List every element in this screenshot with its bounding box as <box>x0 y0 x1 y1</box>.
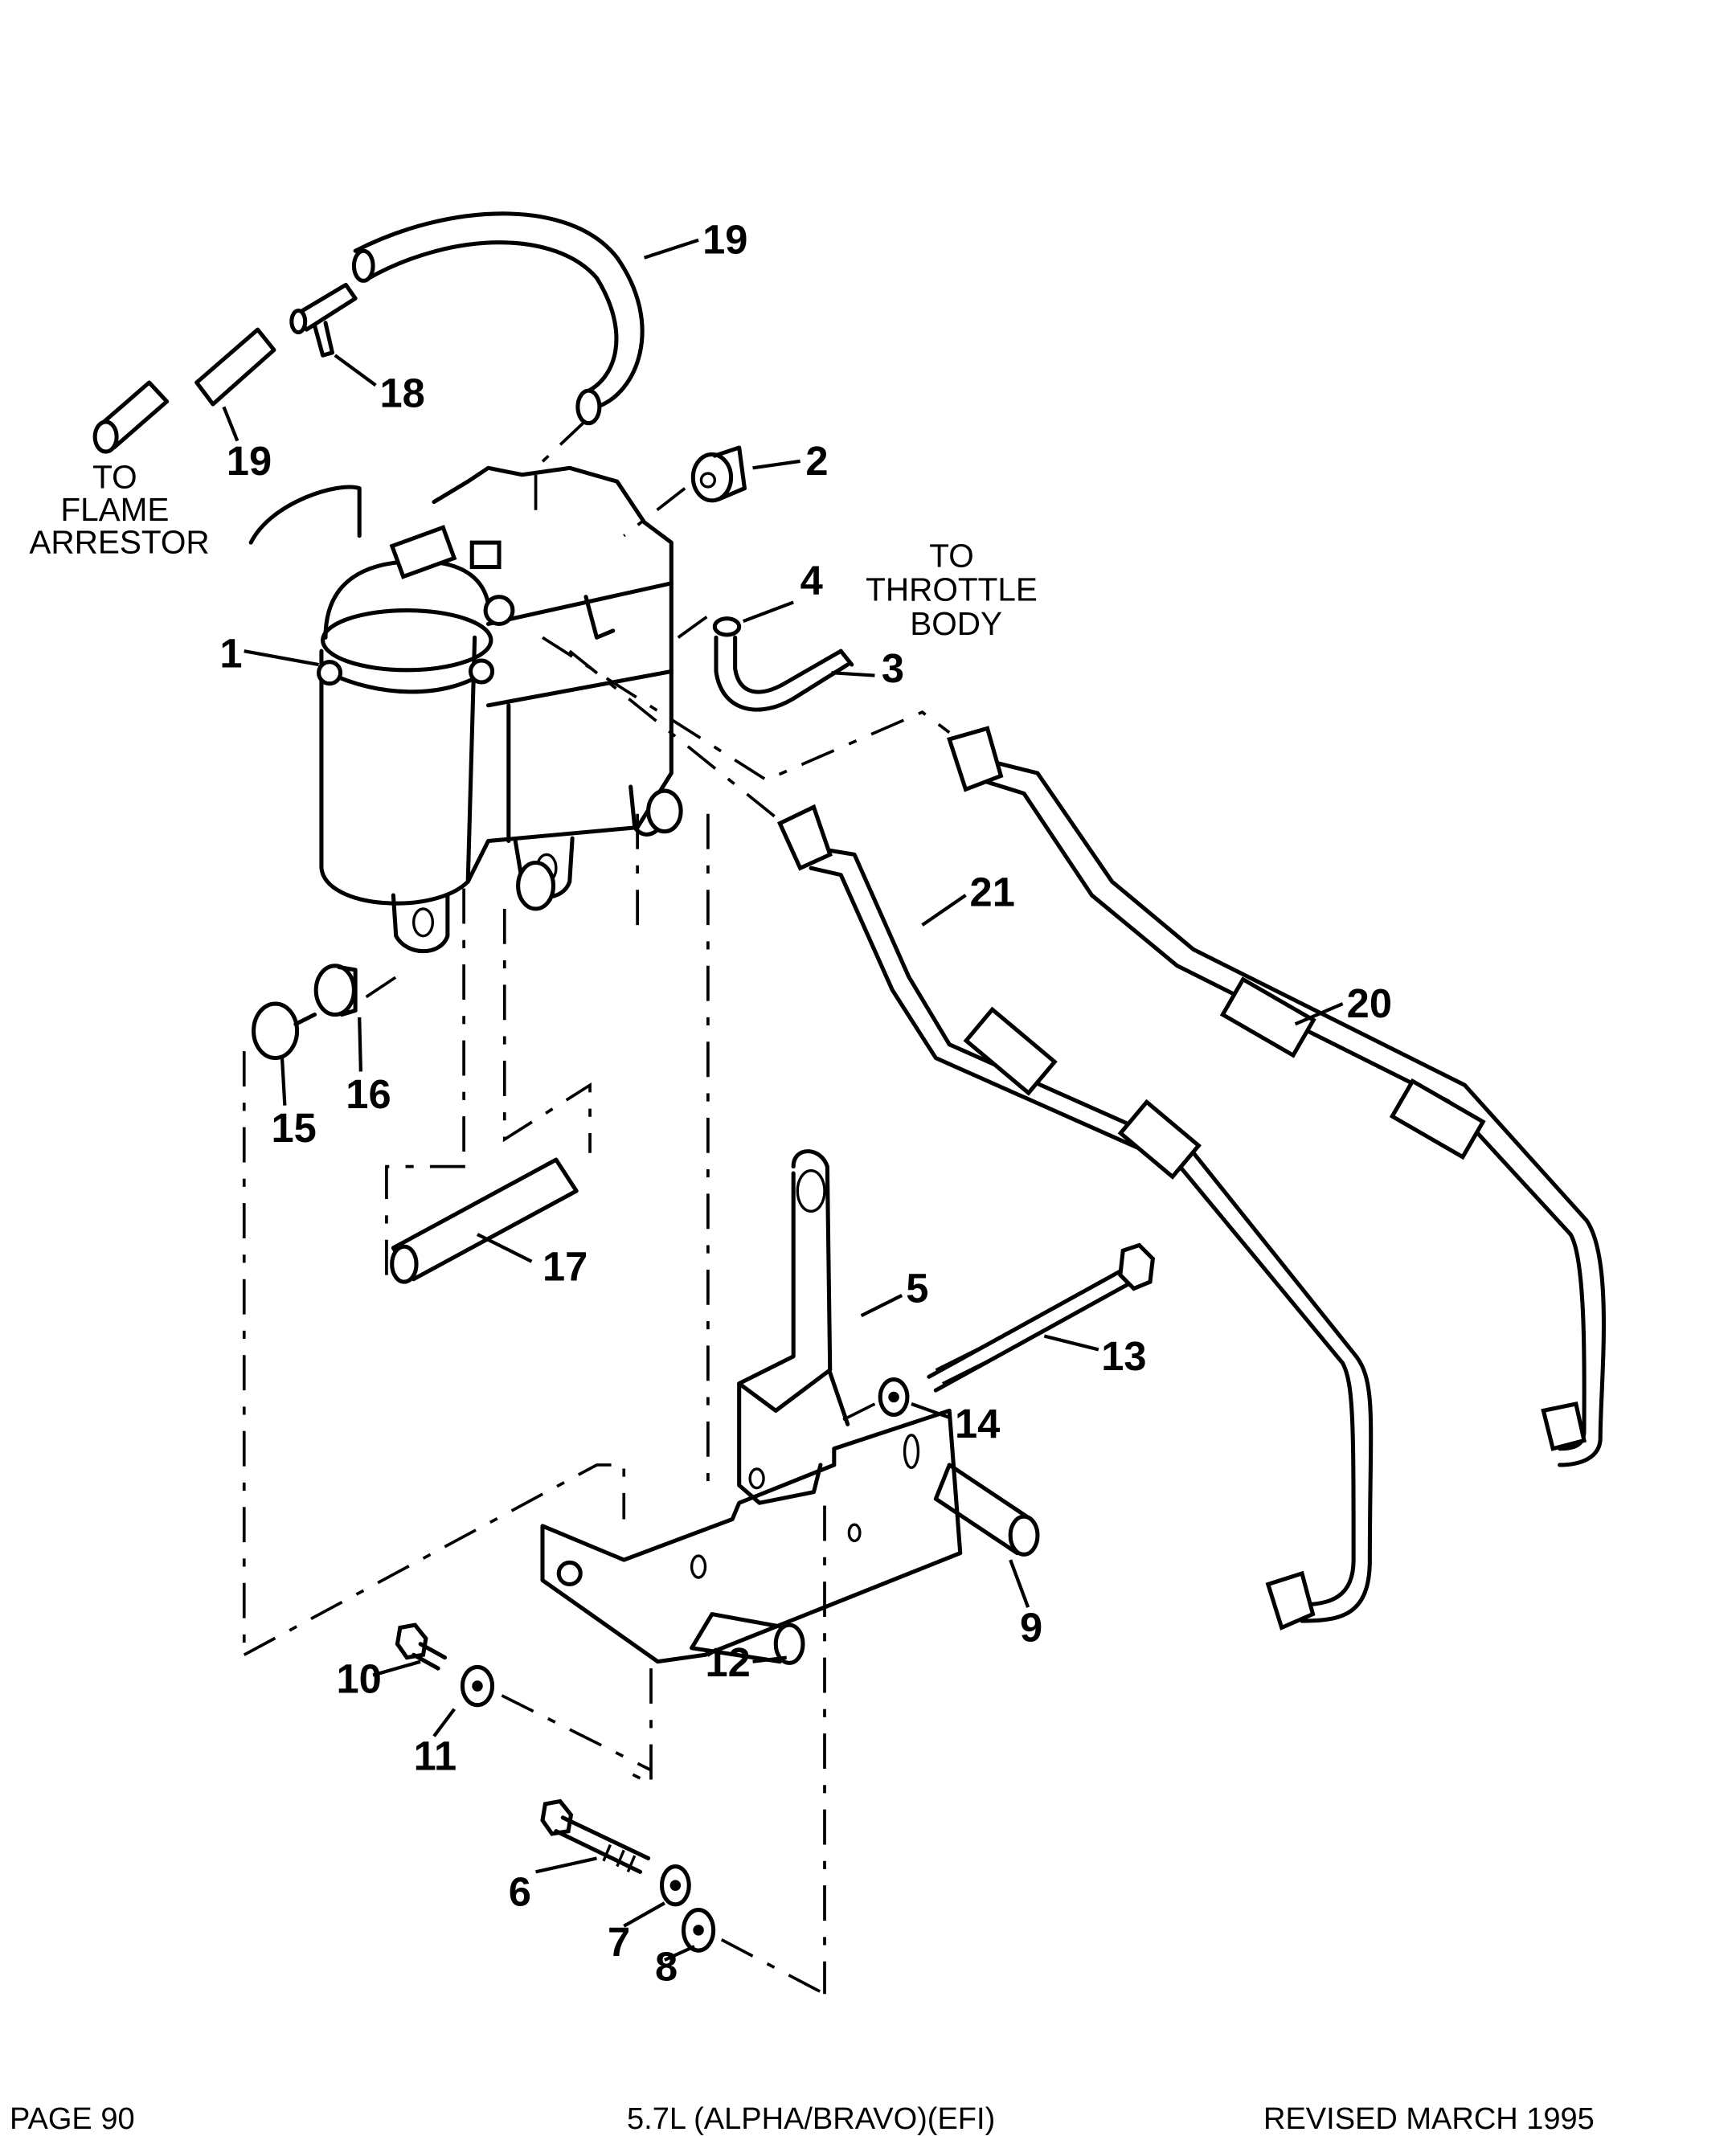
bolt-13 <box>927 1242 1156 1393</box>
leader-11 <box>432 1708 456 1737</box>
connection-line <box>534 419 588 516</box>
callout-12: 12 <box>706 1639 751 1685</box>
connection-line <box>385 1164 469 1275</box>
connection-line <box>623 487 686 538</box>
leader-3 <box>831 671 875 677</box>
plug-2 <box>690 445 747 503</box>
grommet-16 <box>313 964 358 1017</box>
nut-7 <box>659 1864 691 1907</box>
spacer-12 <box>690 1612 805 1665</box>
callout-17: 17 <box>542 1243 588 1289</box>
leader-6 <box>535 1856 597 1874</box>
tee-fitting-18 <box>289 282 358 358</box>
callout-10: 10 <box>337 1655 382 1701</box>
callout-8: 8 <box>655 1943 678 1989</box>
leader-17 <box>477 1233 533 1263</box>
leader-1 <box>244 649 319 667</box>
leader-19-short <box>222 406 240 442</box>
bolt-10 <box>395 1622 448 1671</box>
leader-4 <box>743 600 794 624</box>
hose-3 <box>714 635 854 712</box>
washer-8 <box>681 1908 716 1953</box>
hose-19-short <box>194 327 276 407</box>
callout-9: 9 <box>1020 1604 1042 1650</box>
connection-line <box>677 612 714 639</box>
callout-2: 2 <box>805 438 828 484</box>
callout-6: 6 <box>509 1868 531 1914</box>
leader-12 <box>752 1655 788 1663</box>
connection-line <box>243 1463 626 1656</box>
footer-model: 5.7L (ALPHA/BRAVO)(EFI) <box>627 2102 996 2136</box>
leader-13 <box>1043 1334 1099 1352</box>
callout-3: 3 <box>882 645 904 691</box>
connection-line <box>542 636 951 782</box>
screw-15 <box>252 1001 317 1061</box>
callout-13: 13 <box>1101 1333 1146 1379</box>
callout-16: 16 <box>346 1071 391 1117</box>
leader-5 <box>860 1294 903 1318</box>
callout-18: 18 <box>380 370 425 415</box>
callout-1: 1 <box>219 630 242 676</box>
fuel-line-21 <box>776 804 1374 1631</box>
callout-14: 14 <box>955 1401 1000 1447</box>
base-plate <box>540 1408 963 1664</box>
leader-15 <box>280 1058 287 1106</box>
connection-line <box>502 908 592 1153</box>
bolt-6 <box>540 1798 651 1874</box>
note-to-flame-arrestor: TO FLAME ARRESTOR <box>29 459 209 561</box>
grommet-upper <box>516 788 683 911</box>
connection-line <box>365 968 408 999</box>
bracket-5 <box>737 1149 850 1505</box>
leader-14 <box>911 1401 950 1419</box>
fuel-line-20 <box>947 726 1606 1467</box>
callout-21: 21 <box>970 870 1015 915</box>
spacer-17 <box>390 1157 579 1284</box>
flame-arrestor-connector <box>92 380 170 454</box>
leader-8 <box>664 1945 695 1962</box>
leader-10 <box>372 1659 421 1677</box>
connection-line <box>568 649 781 822</box>
leader-18 <box>334 354 377 387</box>
callout-20: 20 <box>1347 980 1392 1026</box>
leader-20 <box>1294 1002 1344 1026</box>
spacer-9 <box>933 1463 1040 1557</box>
connection-line <box>720 1938 825 1995</box>
leader-2 <box>752 459 800 470</box>
leader-19-upper <box>643 238 699 260</box>
footer-revision: REVISED MARCH 1995 <box>1263 2102 1595 2136</box>
leader-7 <box>623 1901 665 1928</box>
note-to-throttle-body: TO THROTTLE BODY <box>866 538 1046 642</box>
leader-9 <box>1009 1559 1030 1608</box>
connection-line <box>833 1402 876 1426</box>
callout-19-short: 19 <box>227 438 272 484</box>
footer-page-number: PAGE 90 <box>10 2102 135 2136</box>
washer-11 <box>460 1664 495 1708</box>
callout-7: 7 <box>608 1919 630 1965</box>
hose-19-upper <box>351 211 645 426</box>
clamp-4 <box>712 616 742 637</box>
washer-14 <box>878 1377 910 1418</box>
connection-line <box>501 1694 652 1772</box>
vapor-separator-1 <box>248 465 674 954</box>
callout-4: 4 <box>800 557 823 603</box>
callout-11: 11 <box>414 1733 457 1779</box>
connection-line <box>623 1668 653 1786</box>
callout-19-upper: 19 <box>702 217 747 263</box>
callout-5: 5 <box>906 1265 928 1311</box>
leader-21 <box>921 894 967 927</box>
callout-15: 15 <box>272 1105 317 1151</box>
leader-16 <box>358 1017 362 1072</box>
